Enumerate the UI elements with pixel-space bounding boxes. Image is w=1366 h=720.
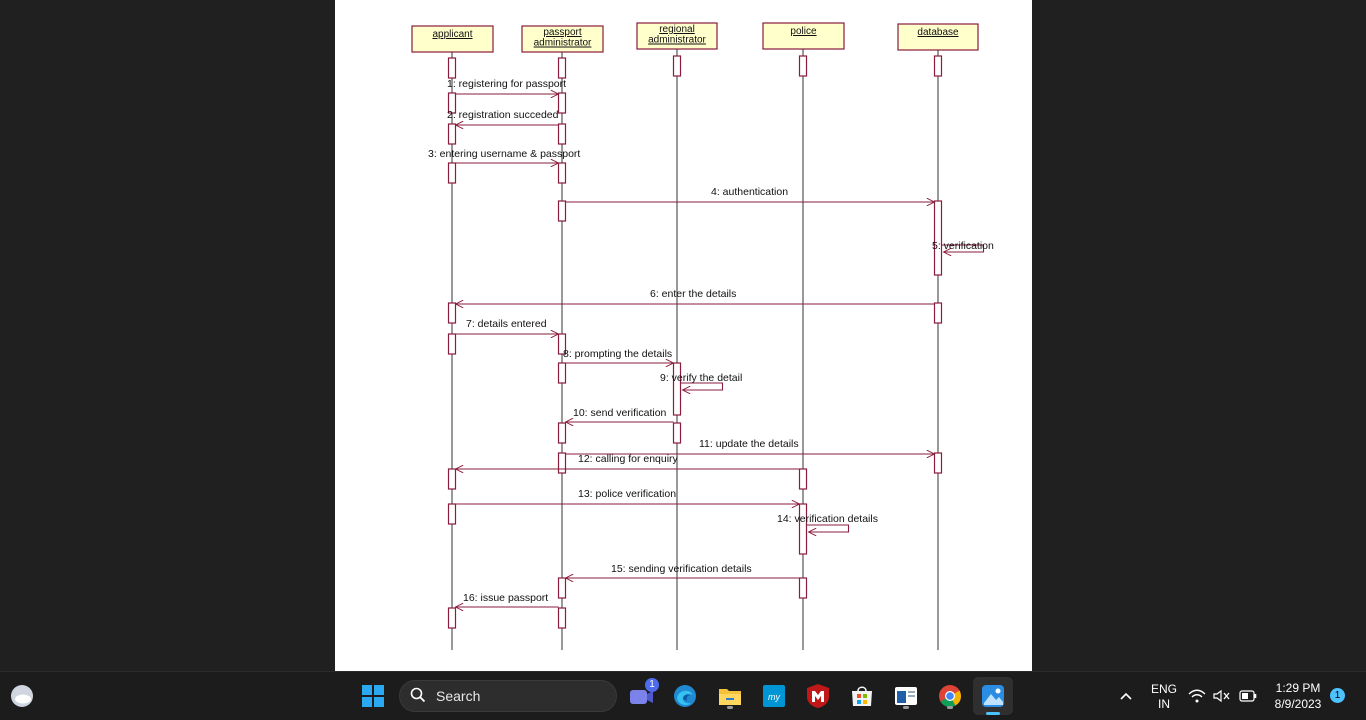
message-label: 15: sending verification details [611, 563, 752, 575]
message-label: 8: prompting the details [563, 348, 672, 360]
activation-bar [447, 468, 457, 490]
message-arrow [941, 244, 985, 252]
chevron-up-icon[interactable] [1110, 680, 1142, 712]
object-label: regional [659, 24, 695, 35]
start-icon[interactable] [357, 680, 389, 712]
activation-bar [447, 57, 457, 79]
message-label: 5: verification [932, 240, 994, 252]
clock-date: 8/9/2023 [1274, 697, 1322, 711]
activation-bar [557, 607, 567, 629]
clock-time: 1:29 PM [1275, 681, 1321, 695]
message-label: 12: calling for enquiry [578, 453, 679, 465]
object-label: database [917, 27, 959, 38]
battery-icon[interactable] [1237, 680, 1259, 712]
activation-bar [557, 92, 567, 114]
activation-bar [798, 503, 808, 555]
region-code: IN [1158, 697, 1170, 711]
message-label: 10: send verification [573, 407, 667, 419]
activation-bar [798, 55, 808, 77]
activation-bar [557, 123, 567, 145]
activation-bar [557, 577, 567, 599]
message-label: 14: verification details [777, 513, 878, 525]
activation-bar [933, 302, 943, 324]
message-label: 13: police verification [578, 488, 676, 500]
object-box-3[interactable] [636, 22, 718, 50]
message-label: 16: issue passport [463, 592, 548, 604]
activation-bar [557, 57, 567, 79]
message-label: 7: details entered [466, 318, 547, 330]
language-code: ENG [1150, 682, 1177, 696]
language-indicator[interactable]: ENG IN [1146, 682, 1182, 712]
wifi-icon[interactable] [1186, 680, 1208, 712]
activation-bar [557, 200, 567, 222]
search-box[interactable]: Search [399, 680, 617, 712]
message-arrow [680, 382, 724, 390]
mcafee-icon[interactable] [802, 680, 834, 712]
activation-bar [447, 123, 457, 145]
activation-bar [933, 452, 943, 474]
message-label: 2: registration succeded [447, 109, 559, 121]
search-label: Search [436, 688, 481, 704]
activation-bar [672, 422, 682, 444]
activation-bar [933, 200, 943, 276]
activation-bar [933, 55, 943, 77]
active-indicator [986, 712, 1000, 715]
notification-badge[interactable]: 1 [1330, 688, 1345, 703]
activation-bar [798, 577, 808, 599]
activation-bar [447, 302, 457, 324]
message-label: 3: entering username & passport [428, 148, 580, 160]
object-label: applicant [432, 29, 472, 40]
file-explorer-icon[interactable] [714, 680, 746, 712]
activation-bar [447, 162, 457, 184]
volume-muted-icon[interactable] [1211, 680, 1233, 712]
message-label: 1: registering for passport [447, 78, 566, 90]
message-label: 9: verify the detail [660, 372, 742, 384]
store-icon[interactable] [846, 680, 878, 712]
message-label: 6: enter the details [650, 288, 736, 300]
clock[interactable]: 1:29 PM 8/9/2023 [1266, 681, 1330, 712]
photos-icon[interactable] [977, 680, 1009, 712]
search-icon [410, 687, 426, 706]
edge-icon[interactable] [669, 680, 701, 712]
meet-icon[interactable]: 1 [625, 678, 659, 712]
object-box-1[interactable] [411, 25, 494, 53]
activation-bar [447, 607, 457, 629]
activation-bar [557, 162, 567, 184]
object-label: administrator [648, 35, 706, 46]
object-box-5[interactable] [897, 23, 979, 51]
app-icon[interactable] [890, 680, 922, 712]
activation-bar [672, 55, 682, 77]
object-label: police [790, 26, 817, 37]
running-indicator [903, 706, 909, 709]
activation-bar [447, 92, 457, 114]
svg-text:my: my [768, 692, 780, 702]
activation-bar [798, 468, 808, 490]
message-arrow [806, 524, 850, 532]
activation-bar [557, 452, 567, 474]
activation-bar [447, 503, 457, 525]
message-label: 11: update the details [699, 438, 799, 450]
message-label: 4: authentication [711, 186, 788, 198]
activation-bar [447, 333, 457, 355]
activation-bar [557, 362, 567, 384]
meet-badge: 1 [645, 678, 659, 692]
activation-bar [557, 333, 567, 355]
object-label: administrator [534, 38, 592, 49]
activation-bar [672, 362, 682, 416]
running-indicator [727, 706, 733, 709]
object-label: passport [543, 27, 582, 38]
running-indicator [947, 706, 953, 709]
activation-bar [557, 422, 567, 444]
chrome-icon[interactable] [934, 680, 966, 712]
object-box-2[interactable] [521, 25, 604, 53]
weather-icon[interactable] [6, 680, 38, 712]
taskbar: Search 1 my ENG IN [0, 671, 1366, 720]
myhp-icon[interactable]: my [758, 680, 790, 712]
